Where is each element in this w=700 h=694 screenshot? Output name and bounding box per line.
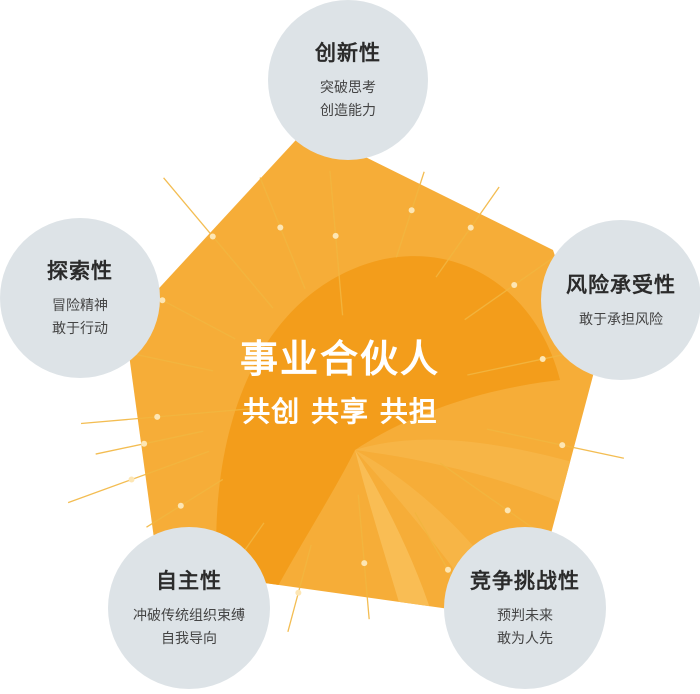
- ray-dot: [277, 224, 284, 231]
- ray-line: [80, 408, 251, 425]
- center-title: 事业合伙人: [239, 337, 440, 381]
- ray-line: [67, 450, 210, 504]
- ray-line: [486, 428, 625, 459]
- ray-line: [95, 430, 204, 455]
- ray-line: [287, 544, 312, 632]
- ray-line: [357, 494, 370, 620]
- trait-desc-line: 自我导向: [161, 631, 217, 647]
- ray-line: [329, 170, 344, 316]
- trait-circle-autonomy: 自主性 冲破传统组织束缚 自我导向: [108, 527, 270, 689]
- trait-title: 创新性: [315, 41, 381, 65]
- ray-dot: [539, 356, 546, 363]
- ray-dot: [332, 232, 339, 239]
- trait-circle-risk: 风险承受性 敢于承担风险: [541, 220, 700, 380]
- ray-dot: [559, 442, 566, 449]
- ray-line: [435, 186, 500, 278]
- trait-desc-line: 敢于行动: [52, 321, 108, 337]
- ray-dot: [154, 413, 161, 420]
- trait-title: 探索性: [47, 259, 113, 283]
- trait-title: 竞争挑战性: [470, 569, 580, 593]
- ray-dot: [128, 476, 135, 483]
- trait-desc-line: 冲破传统组织束缚: [133, 608, 245, 624]
- ray-dot: [361, 560, 368, 567]
- trait-desc-line: 冒险精神: [52, 298, 108, 314]
- center-subtitle: 共创 共享 共担: [242, 395, 438, 428]
- ray-dot: [209, 233, 216, 240]
- ray-line: [395, 171, 425, 258]
- trait-circle-exploration: 探索性 冒险精神 敢于行动: [0, 218, 160, 378]
- ray-dot: [511, 281, 518, 288]
- trait-circle-innovation: 创新性 突破思考 创造能力: [268, 0, 428, 160]
- ray-line: [259, 177, 306, 289]
- trait-desc-line: 敢为人先: [497, 631, 553, 647]
- ray-dot: [408, 207, 415, 214]
- ray-dot: [177, 502, 184, 509]
- ray-dot: [141, 440, 148, 447]
- ray-line: [146, 478, 224, 528]
- trait-desc-line: 突破思考: [320, 80, 376, 96]
- ray-line: [163, 177, 274, 309]
- trait-desc-line: 预判未来: [497, 608, 553, 624]
- trait-desc-line: 创造能力: [320, 103, 376, 119]
- ray-dot: [504, 507, 511, 514]
- ray-dot: [445, 566, 451, 573]
- trait-title: 风险承受性: [566, 272, 676, 297]
- ray-dot: [159, 297, 166, 304]
- ray-dot: [295, 589, 302, 596]
- trait-desc-line: 敢于承担风险: [579, 311, 663, 328]
- ray-line: [464, 256, 556, 321]
- ray-dot: [467, 224, 474, 231]
- trait-title: 自主性: [156, 569, 222, 593]
- trait-circle-competition: 竞争挑战性 预判未来 敢为人先: [444, 527, 606, 689]
